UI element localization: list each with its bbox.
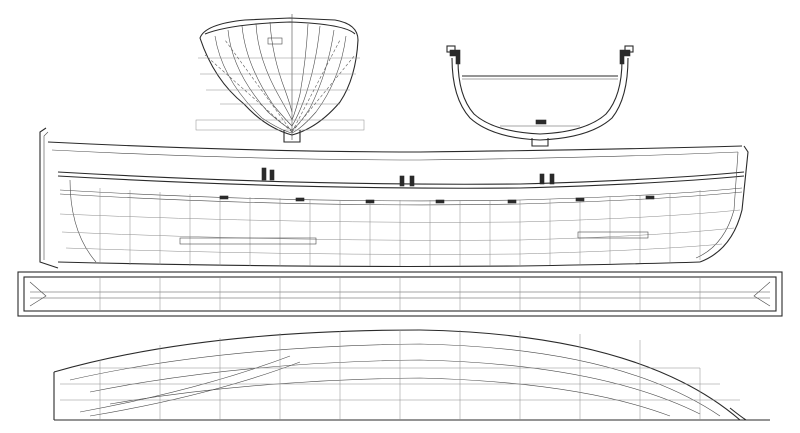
half-breadth-plan: [53, 329, 770, 421]
body-plan: [195, 14, 365, 143]
keel-plan: [17, 271, 783, 317]
sheer-profile: [39, 127, 749, 269]
midship-section: [446, 45, 634, 147]
